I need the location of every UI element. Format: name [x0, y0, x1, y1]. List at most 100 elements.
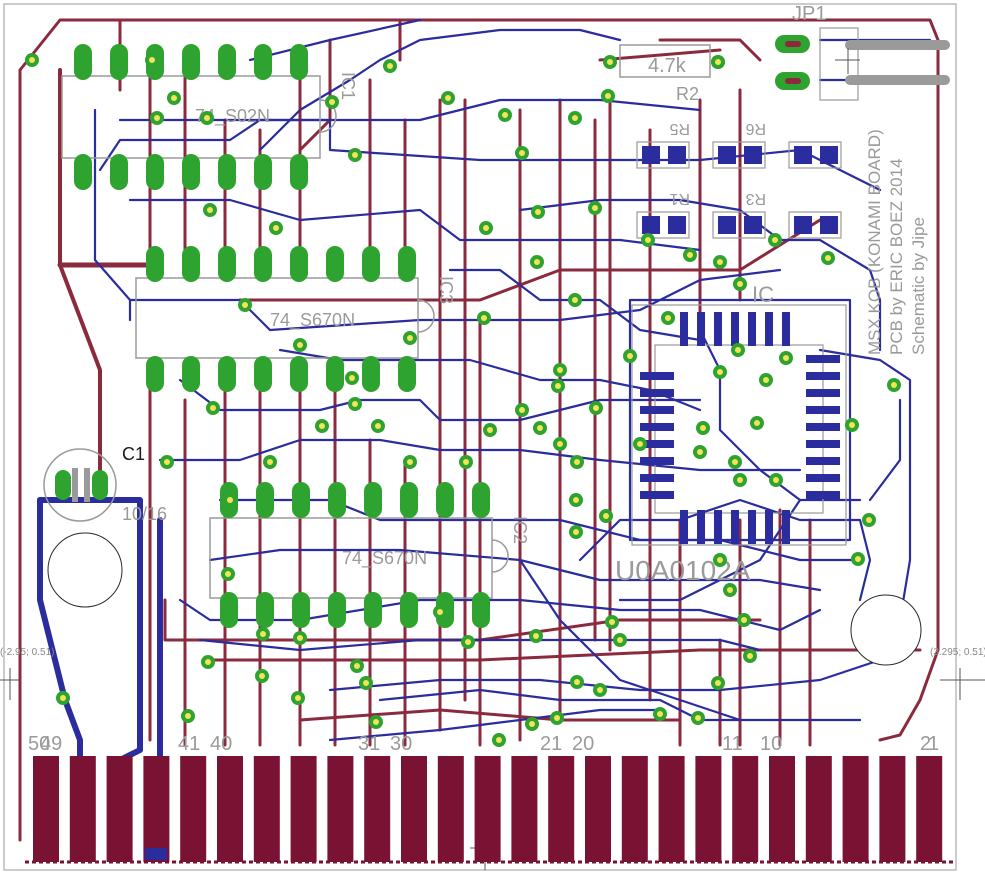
via-hole: [227, 497, 233, 503]
via-hole: [375, 423, 381, 429]
via-hole: [273, 225, 279, 231]
via-hole: [210, 405, 216, 411]
via-hole: [891, 382, 897, 388]
edge-finger: [916, 756, 943, 862]
via-hole: [297, 635, 303, 641]
via-hole: [534, 259, 540, 265]
jumper-jp1: JP1: [775, 3, 950, 101]
via-hole: [29, 57, 35, 63]
via-hole: [609, 619, 615, 625]
via-hole: [533, 633, 539, 639]
edge-finger: [511, 756, 538, 862]
via-hole: [554, 715, 560, 721]
coord-right-label: (3.295; 0.51): [930, 647, 985, 658]
via-hole: [783, 355, 789, 361]
edge-finger: [548, 756, 575, 862]
edge-label-49: 49: [40, 733, 62, 755]
edge-finger: [33, 756, 59, 862]
via-hole: [60, 695, 66, 701]
via-hole: [572, 115, 578, 121]
resistor-r2: 4.7k R2: [603, 44, 725, 104]
via-hole: [373, 719, 379, 725]
via-hole: [715, 680, 721, 686]
edge-label-41: 41: [178, 733, 200, 755]
via-hole: [849, 422, 855, 428]
r3-label: R3: [745, 190, 766, 207]
edge-finger: [327, 756, 354, 862]
via-hole: [754, 420, 760, 426]
via-hole: [605, 93, 611, 99]
c1-value-label: 10/16: [122, 504, 167, 524]
via-hole: [866, 517, 872, 523]
via-hole: [574, 679, 580, 685]
via-hole: [260, 631, 266, 637]
capacitor-c1: C1 10/16: [43, 444, 167, 524]
r6-label: R6: [745, 120, 766, 137]
edge-finger: [769, 756, 795, 862]
via-hole: [164, 459, 170, 465]
via-hole: [657, 711, 663, 717]
via-hole: [573, 497, 579, 503]
via-hole: [207, 207, 213, 213]
via-hole: [645, 237, 651, 243]
via-hole: [573, 529, 579, 535]
via-hole: [204, 115, 210, 121]
edge-finger: [364, 756, 391, 862]
edge-finger: [732, 756, 759, 862]
via-hole: [665, 315, 671, 321]
ic3-footprint: 74_S670N IC3: [135, 276, 456, 359]
via-hole: [717, 369, 723, 375]
via-hole: [574, 459, 580, 465]
ic2-pads: [220, 482, 490, 628]
edge-finger: [474, 756, 501, 862]
via-hole: [171, 95, 177, 101]
via-hole: [496, 737, 502, 743]
ic1-name-label: IC1: [338, 72, 358, 100]
edge-finger: [621, 756, 648, 862]
edge-finger: [106, 756, 133, 862]
via-hole: [445, 95, 451, 101]
via-hole: [855, 556, 861, 562]
ic3-name-label: IC3: [436, 276, 456, 304]
via-hole: [259, 673, 265, 679]
via-hole: [537, 425, 543, 431]
edge-finger: [805, 756, 832, 862]
board-outline: [3, 3, 957, 871]
edge-finger: [401, 756, 427, 862]
edge-finger: [437, 756, 464, 862]
via-hole: [763, 377, 769, 383]
ic2-part-label: 74_S670N: [342, 548, 427, 569]
edge-label-40: 40: [210, 733, 232, 755]
via-hole: [715, 59, 721, 65]
via-hole: [735, 347, 741, 353]
via-hole: [772, 237, 778, 243]
via-hole: [295, 695, 301, 701]
via-hole: [149, 57, 155, 63]
edge-finger: [180, 756, 207, 862]
via-hole: [349, 375, 355, 381]
via-hole: [242, 302, 248, 308]
via-hole: [529, 721, 535, 727]
edge-finger: [879, 756, 906, 862]
via-hole: [727, 587, 733, 593]
via-hole: [329, 99, 335, 105]
title-line-1: MSX KOB (KONAMI BOARD): [865, 129, 884, 355]
vias-layer: [25, 53, 901, 747]
r5-label: R5: [669, 120, 690, 137]
edge-label-20: 20: [572, 733, 594, 755]
via-hole: [555, 383, 561, 389]
via-hole: [732, 459, 738, 465]
via-hole: [737, 477, 743, 483]
via-hole: [737, 281, 743, 287]
edge-label-10: 10: [760, 733, 782, 755]
via-hole: [483, 225, 489, 231]
u1-name-label: IC: [752, 282, 774, 307]
edge-label-11: 11: [722, 733, 743, 755]
edge-label-1: 1: [928, 733, 939, 755]
u1-pins: [640, 312, 840, 544]
ic3-part-label: 74_S670N: [270, 310, 355, 331]
via-hole: [637, 441, 643, 447]
via-hole: [225, 571, 231, 577]
blue-finger-mark: [145, 848, 167, 860]
coord-left-label: (-2.95; 0.51): [0, 647, 54, 658]
